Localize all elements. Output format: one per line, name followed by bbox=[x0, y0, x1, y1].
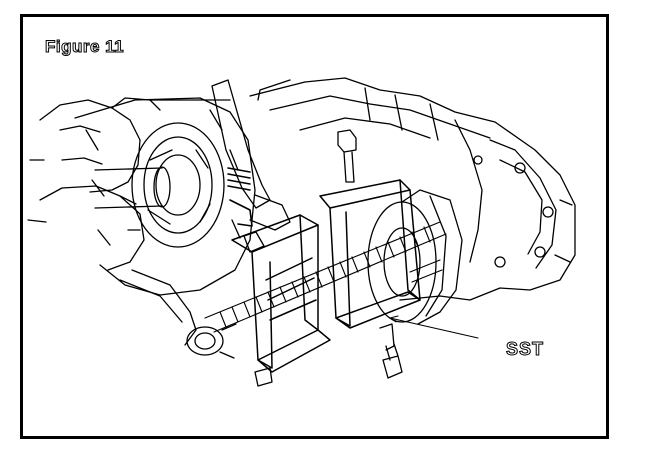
wrench bbox=[120, 80, 290, 358]
figure-title: Figure 11 bbox=[44, 37, 125, 57]
bolt-heads bbox=[244, 130, 402, 386]
callout-leader bbox=[390, 318, 478, 338]
puller-frame bbox=[232, 180, 420, 372]
hand bbox=[28, 98, 160, 270]
shaft bbox=[95, 167, 170, 208]
spring bbox=[228, 168, 252, 226]
flange bbox=[368, 190, 462, 324]
sst-callout-label: SST bbox=[505, 339, 545, 360]
threaded-spindle bbox=[205, 222, 446, 332]
bell-housing bbox=[75, 98, 255, 295]
transmission-housing bbox=[250, 78, 575, 300]
